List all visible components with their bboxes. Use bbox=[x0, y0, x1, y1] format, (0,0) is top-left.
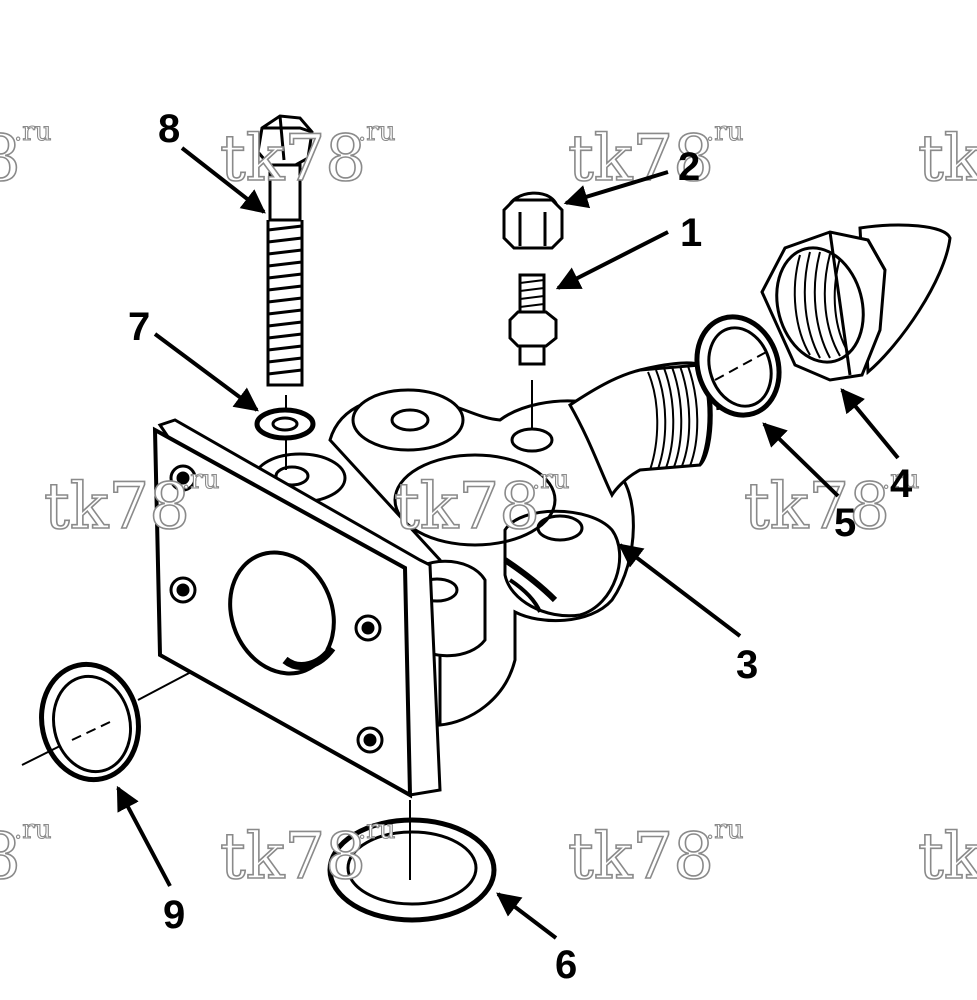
watermark-text: tk78 bbox=[220, 122, 366, 196]
part-6-gasket-ring bbox=[327, 800, 497, 923]
callout-2: 2 bbox=[678, 145, 700, 189]
part-4-coupling-nut bbox=[760, 223, 952, 382]
watermark-suffix: .ru bbox=[358, 117, 395, 147]
callout-1: 1 bbox=[680, 211, 702, 255]
leader-3 bbox=[618, 543, 742, 638]
part-7-washer bbox=[254, 407, 316, 441]
watermark-suffix: .ru bbox=[14, 117, 51, 147]
leader-5 bbox=[762, 422, 840, 498]
watermark-suffix: .ru bbox=[182, 465, 219, 495]
watermark-text: tk bbox=[918, 820, 977, 894]
housing-threaded-spigot bbox=[568, 361, 720, 499]
watermark-text: tk bbox=[918, 122, 977, 196]
part-8-bolt bbox=[256, 114, 314, 470]
leader-7 bbox=[153, 332, 259, 412]
leader-2 bbox=[563, 170, 669, 209]
watermark-text: tk78 bbox=[568, 820, 714, 894]
part-5-seal-ring bbox=[694, 314, 782, 418]
callout-3: 3 bbox=[736, 643, 758, 687]
callout-labels: 8 2 1 7 4 5 3 9 6 bbox=[128, 107, 913, 987]
watermark-suffix: .ru bbox=[706, 815, 743, 845]
watermark-text: 8 bbox=[0, 122, 21, 196]
part-2-cap-nut bbox=[502, 191, 564, 250]
watermark-text: tk78 bbox=[394, 470, 540, 544]
part-9-o-ring bbox=[21, 661, 141, 783]
leader-4 bbox=[840, 388, 900, 460]
leader-6 bbox=[496, 892, 558, 940]
watermark-text: tk78 bbox=[44, 470, 190, 544]
watermark-text: tk78 bbox=[568, 122, 714, 196]
leader-1 bbox=[555, 230, 669, 290]
watermark-suffix: .ru bbox=[358, 815, 395, 845]
callout-7: 7 bbox=[128, 305, 150, 349]
part-1-stud bbox=[508, 273, 558, 430]
callout-6: 6 bbox=[555, 943, 577, 987]
callout-9: 9 bbox=[163, 893, 185, 937]
callout-5: 5 bbox=[834, 501, 856, 545]
watermark-text: tk78 bbox=[220, 820, 366, 894]
leader-arrows bbox=[116, 146, 900, 940]
callout-8: 8 bbox=[158, 107, 180, 151]
callout-4: 4 bbox=[890, 462, 913, 506]
watermark-layer: 8 .ru tk78 .ru tk78 .ru tk tk78 .ru tk78… bbox=[0, 116, 977, 894]
leader-9 bbox=[116, 785, 172, 887]
watermark-text: tk78 bbox=[744, 470, 890, 544]
watermark-text: 8 bbox=[0, 820, 21, 894]
leader-8 bbox=[180, 146, 266, 214]
watermark-suffix: .ru bbox=[706, 117, 743, 147]
watermark-suffix: .ru bbox=[882, 465, 919, 495]
watermark-suffix: .ru bbox=[532, 465, 569, 495]
watermark-suffix: .ru bbox=[14, 815, 51, 845]
housing-flange bbox=[152, 418, 442, 799]
